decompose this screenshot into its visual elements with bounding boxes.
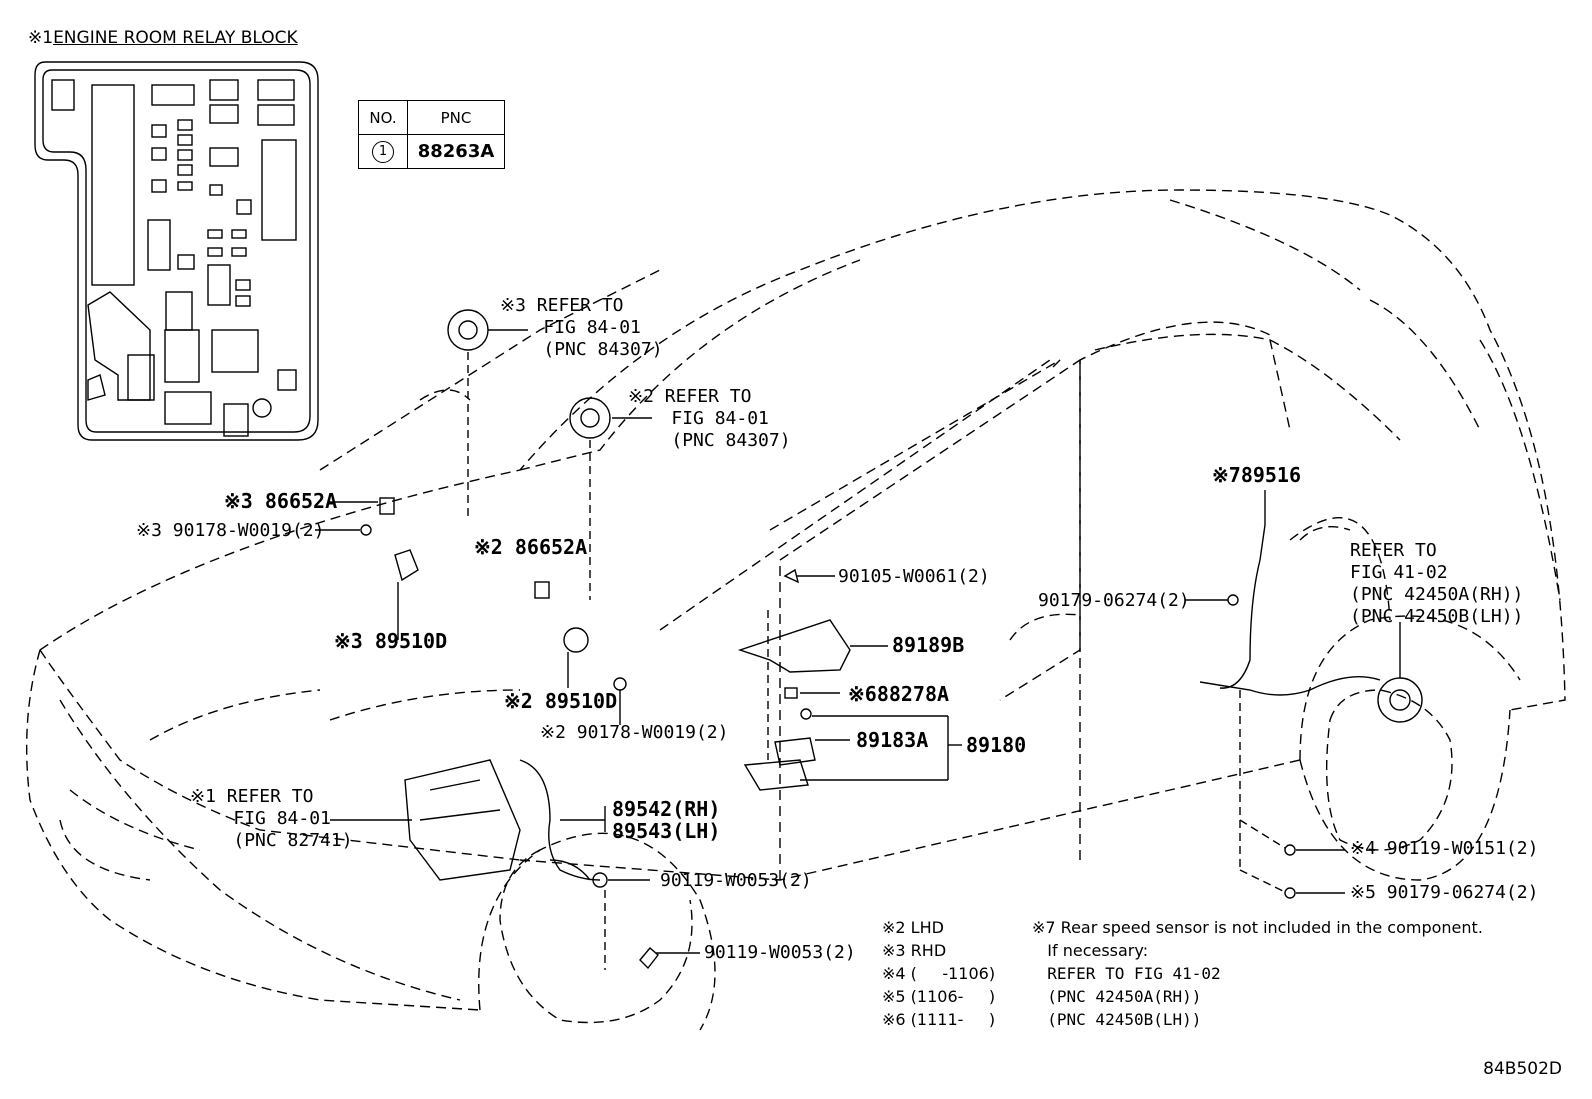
refer3-line2: FIG 84-01 — [543, 317, 641, 338]
refer1-mark: ※1 — [190, 786, 216, 807]
part-90119-w0053-upper: 90119-W0053(2) — [660, 870, 812, 891]
part-89510D-rhd-mark: ※3 — [334, 629, 363, 653]
refer2-line3: (PNC 84307) — [671, 430, 791, 451]
part-90105: 90105-W0061(2) — [838, 566, 990, 587]
pnc-table: NO. PNC 1 88263A — [358, 100, 505, 169]
refer41-line4: (PNC 42450B(LH)) — [1350, 606, 1524, 627]
part-90178-rhd-number: 90178-W0019(2) — [172, 520, 325, 541]
refer3-mark: ※3 — [500, 295, 526, 316]
footnote-line4: (PNC 42450A(RH)) — [1047, 987, 1202, 1006]
part-86652A-lhd: ※2 86652A — [474, 536, 587, 558]
part-89189B: 89189B — [892, 633, 965, 657]
refer2-mark: ※2 — [628, 386, 654, 407]
figure-code: 84B502D — [1483, 1059, 1562, 1079]
refer1-line2: FIG 84-01 — [233, 808, 331, 829]
leader-lines — [315, 329, 1401, 954]
part-89543-lh: 89543(LH) — [612, 819, 721, 843]
part-86652A-rhd-mark: ※3 — [224, 489, 253, 513]
pnc-table-header-no: NO. — [358, 100, 408, 135]
part-90178-lhd-number: 90178-W0019(2) — [576, 722, 729, 743]
part-89516-number: 89516 — [1240, 463, 1302, 487]
part-89510D-lhd-number: 89510D — [544, 689, 618, 713]
refer3-line1: REFER TO — [536, 295, 624, 316]
footnote-line2: If necessary: — [1047, 941, 1149, 960]
part-90179-lower-mark: ※5 — [1350, 882, 1376, 903]
part-88278A-mark: ※6 — [848, 682, 877, 706]
car-outline — [25, 189, 1566, 1031]
refer2-line1: REFER TO — [664, 386, 752, 407]
pnc-table-row-pnc: 88263A — [407, 134, 505, 169]
part-90119-w0151-mark: ※4 — [1350, 838, 1376, 859]
legend: ※2 LHD ※3 RHD ※4 ( -1106) ※5 (1106- ) ※6… — [882, 916, 995, 1031]
pnc-table-row-no-circle: 1 — [372, 140, 394, 163]
part-90179-lower: ※5 90179-06274(2) — [1350, 882, 1538, 904]
dashed-leaders — [467, 352, 1286, 970]
footnote-line3: REFER TO FIG 41-02 — [1047, 964, 1221, 983]
part-89510D-lhd-mark: ※2 — [504, 689, 533, 713]
refer41-line2: FIG 41-02 — [1350, 562, 1448, 583]
part-90178-lhd: ※2 90178-W0019(2) — [540, 722, 728, 744]
part-90119-w0151: ※4 90119-W0151(2) — [1350, 838, 1538, 860]
legend-note5: ※5 (1106- ) — [882, 987, 996, 1006]
refer41-line3: (PNC 42450A(RH)) — [1350, 584, 1524, 605]
refer41-line1: REFER TO — [1350, 540, 1437, 561]
inset-title: ※1ENGINE ROOM RELAY BLOCK — [28, 28, 298, 48]
footnote-line1: ※7 Rear speed sensor is not included in … — [1032, 918, 1483, 937]
part-89510D-lhd: ※2 89510D — [504, 690, 617, 712]
part-86652A-rhd: ※3 86652A — [224, 490, 337, 512]
part-88278A-number: 88278A — [876, 682, 950, 706]
part-90119-w0053-lower: 90119-W0053(2) — [704, 942, 856, 963]
part-90178-rhd-mark: ※3 — [136, 520, 162, 541]
part-90179-lower-number: 90179-06274(2) — [1386, 882, 1539, 903]
part-90179-upper: 90179-06274(2) — [1038, 590, 1190, 611]
pnc-table-row-no: 1 — [358, 134, 408, 169]
part-89516-mark: ※7 — [1212, 463, 1241, 487]
part-89510D-rhd-number: 89510D — [374, 629, 448, 653]
refer2-label: ※2 REFER TO FIG 84-01 (PNC 84307) — [628, 386, 791, 452]
refer1-line3: (PNC 82741) — [233, 830, 353, 851]
inset-title-mark: ※1 — [28, 28, 54, 48]
footnote: ※7 Rear speed sensor is not included in … — [1032, 916, 1483, 1031]
part-89510D-rhd: ※3 89510D — [334, 630, 447, 652]
footnote-line5: (PNC 42450B(LH)) — [1047, 1010, 1202, 1029]
legend-note4: ※4 ( -1106) — [882, 964, 996, 983]
part-89542-89543: 89542(RH) 89543(LH) — [612, 798, 720, 842]
refer1-line1: REFER TO — [226, 786, 314, 807]
legend-lhd: ※2 LHD — [882, 918, 944, 937]
part-86652A-lhd-number: 86652A — [514, 535, 588, 559]
part-88278A: ※688278A — [848, 683, 949, 705]
part-89542-rh: 89542(RH) — [612, 797, 721, 821]
refer1-label: ※1 REFER TO FIG 84-01 (PNC 82741) — [190, 786, 353, 852]
refer41-label: REFER TO FIG 41-02 (PNC 42450A(RH)) (PNC… — [1350, 540, 1523, 628]
part-90119-w0151-number: 90119-W0151(2) — [1386, 838, 1539, 859]
part-86652A-lhd-mark: ※2 — [474, 535, 503, 559]
legend-rhd: ※3 RHD — [882, 941, 947, 960]
inset-title-text: ENGINE ROOM RELAY BLOCK — [53, 28, 298, 48]
refer3-line3: (PNC 84307) — [543, 339, 663, 360]
part-90178-rhd: ※3 90178-W0019(2) — [136, 520, 324, 542]
refer3-label: ※3 REFER TO FIG 84-01 (PNC 84307) — [500, 295, 663, 361]
part-symbols — [360, 309, 1423, 970]
legend-note6: ※6 (1111- ) — [882, 1010, 996, 1029]
relay-block-inset — [34, 61, 319, 441]
pnc-table-header-pnc: PNC — [407, 100, 505, 135]
part-89516: ※789516 — [1212, 464, 1301, 486]
refer2-line2: FIG 84-01 — [671, 408, 769, 429]
part-90178-lhd-mark: ※2 — [540, 722, 566, 743]
part-86652A-rhd-number: 86652A — [264, 489, 338, 513]
part-89183A: 89183A — [856, 728, 929, 752]
part-89180: 89180 — [966, 733, 1027, 757]
